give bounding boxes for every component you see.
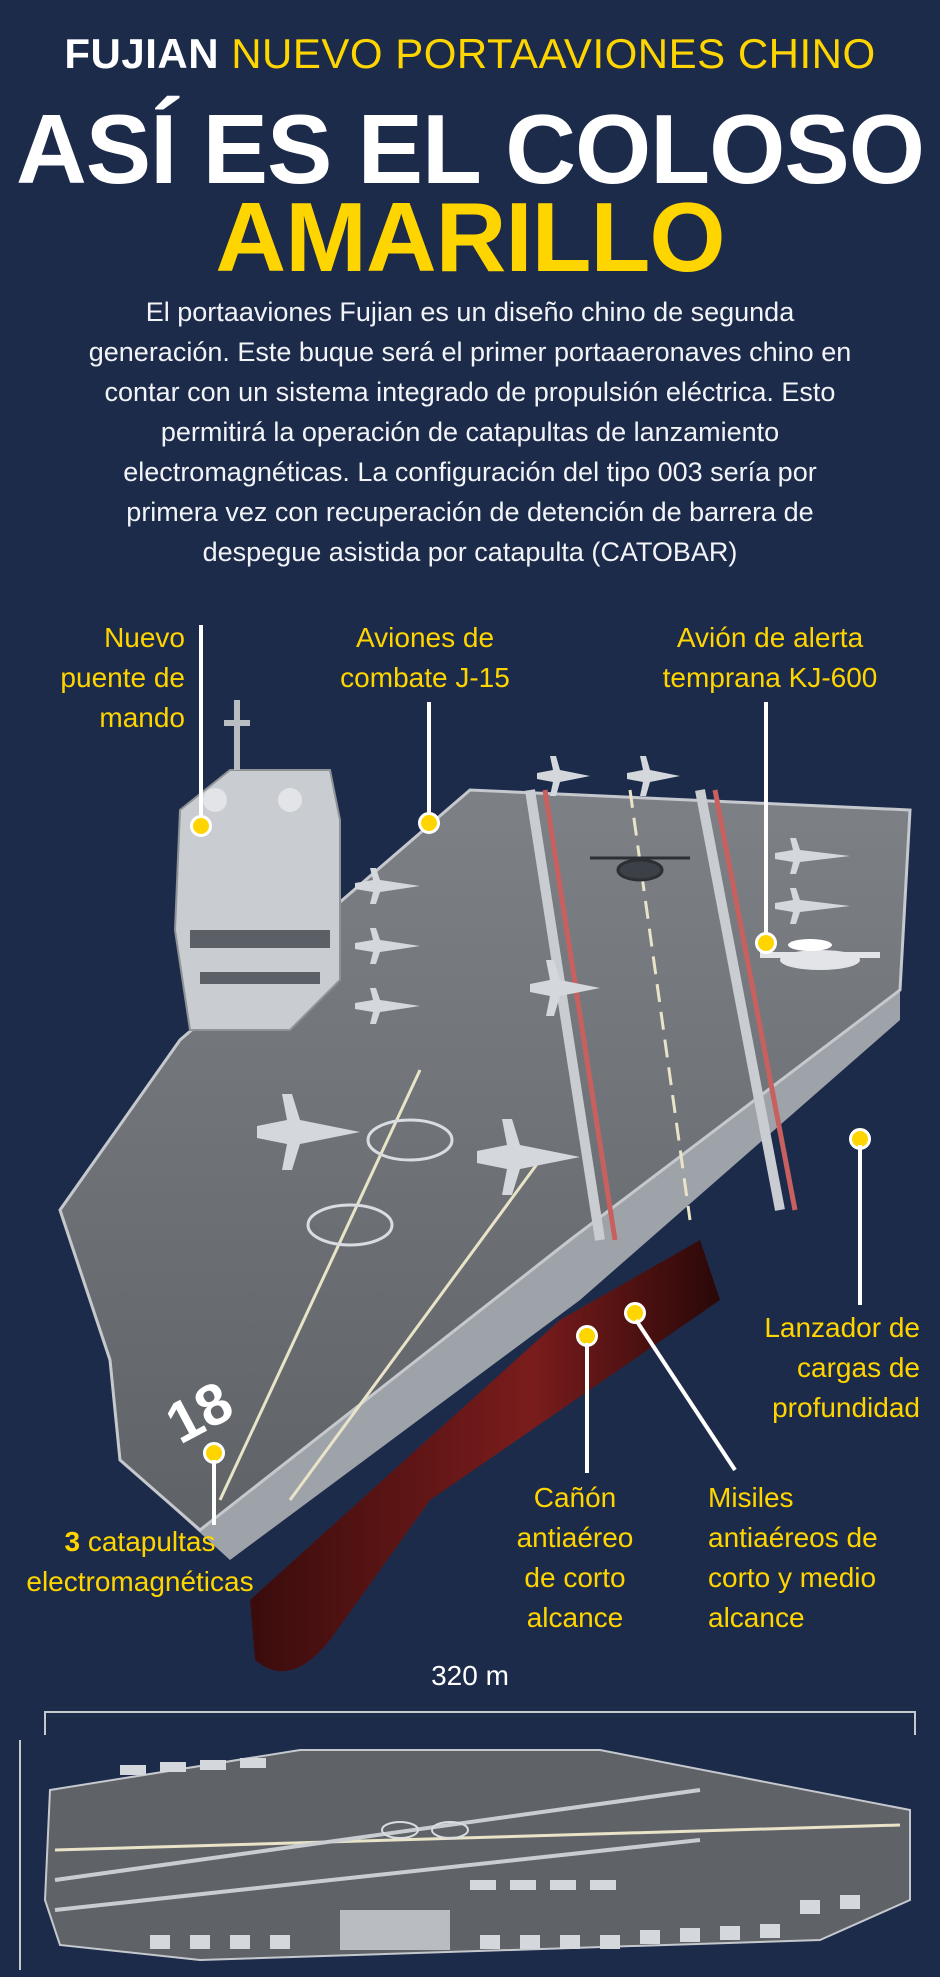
callout-line: electromagnéticas [26,1566,254,1597]
title-line-1: ASÍ ES EL COLOSO [16,94,925,204]
callout-bridge: Nuevo puente de mando [40,618,185,738]
leader-line-awacs [764,702,768,942]
leader-line-gun [585,1343,589,1473]
callout-line: Lanzador de [764,1312,920,1343]
callout-line: Misiles [708,1482,794,1513]
title-line-2: AMARILLO [215,182,725,292]
plan-island [340,1910,450,1950]
leader-line-catapults [212,1460,216,1525]
callout-line: Nuevo [104,622,185,653]
callout-missiles: Misiles antiaéreos de corto y medio alca… [708,1478,918,1638]
length-bracket [44,1711,916,1735]
callout-line: alcance [526,1602,624,1633]
callout-line: antiaéreo [516,1522,634,1553]
callout-line: corto y medio [708,1562,877,1593]
callout-catapults: 3 catapultas electromagnéticas [10,1522,270,1602]
intro-line: permitirá la operación de catapultas de … [160,417,780,447]
plan-deck [43,1749,911,1962]
kicker: FUJIAN NUEVO PORTAAVIONES CHINO [0,30,940,78]
callout-line: Avión de alerta [676,622,864,653]
carrier-plan-view [19,1740,911,1970]
callout-line: combate J-15 [340,662,510,693]
callout-line: profundidad [772,1392,920,1423]
catapult-count: 3 [64,1526,81,1557]
callout-line: Aviones de [355,622,495,653]
intro-paragraph: El portaaviones Fujian es un diseño chin… [40,292,900,572]
callout-line: cargas de [797,1352,920,1383]
leader-line-bridge [199,625,203,825]
length-label: 320 m [431,1660,509,1691]
callout-fighters: Aviones de combate J-15 [310,618,540,698]
marker-fighters [418,812,440,834]
callout-line: 3 catapultas [10,1522,270,1562]
intro-line: contar con un sistema integrado de propu… [104,377,836,407]
kicker-ship-name: FUJIAN [64,30,220,77]
leader-line-depth-charge [858,1145,862,1305]
island [173,769,341,1031]
marker-bridge [190,815,212,837]
intro-line: El portaaviones Fujian es un diseño chin… [145,297,795,327]
marker-missiles [624,1302,646,1324]
callout-line: de corto [524,1562,626,1593]
leader-line-missiles [634,1318,737,1472]
callout-awacs: Avión de alerta temprana KJ-600 [640,618,900,698]
intro-line: primera vez con recuperación de detenció… [126,497,814,527]
callout-gun: Cañón antiaéreo de corto alcance [500,1478,650,1638]
marker-awacs [755,932,777,954]
callout-line: antiaéreos de [708,1522,878,1553]
carrier-illustration: 18 [58,700,912,1672]
intro-line: despegue asistida por catapulta (CATOBAR… [202,537,738,567]
callout-line: alcance [708,1602,805,1633]
callout-line: Cañón [533,1482,617,1513]
hull [250,1240,720,1672]
kicker-subtitle: NUEVO PORTAAVIONES CHINO [231,30,876,77]
callout-line: puente de [60,662,185,693]
intro-line: electromagnéticas. La configuración del … [123,457,817,487]
callout-line: temprana KJ-600 [662,662,878,693]
leader-line-fighters [427,702,431,822]
callout-line: mando [99,702,185,733]
callout-text: catapultas [80,1526,216,1557]
intro-line: generación. Este buque será el primer po… [88,337,852,367]
callout-depth-charge: Lanzador de cargas de profundidad [720,1308,920,1428]
